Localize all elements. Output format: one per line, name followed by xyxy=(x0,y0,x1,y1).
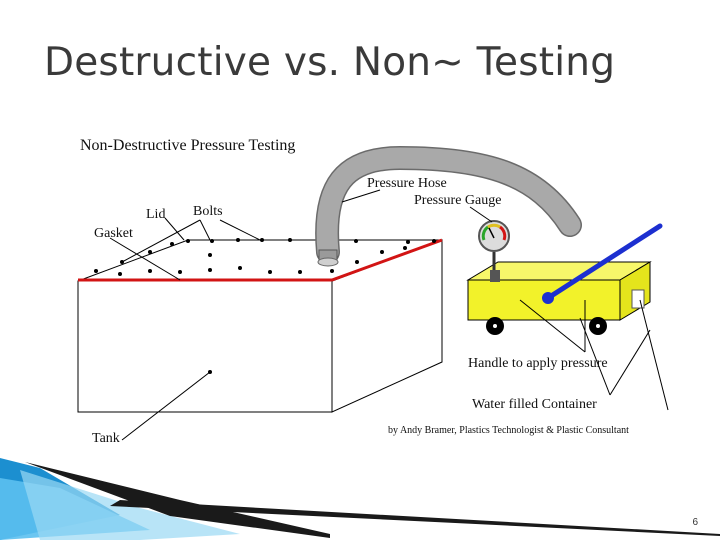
leader-lines xyxy=(109,189,669,441)
label-gasket: Gasket xyxy=(94,226,133,241)
water-container xyxy=(466,261,652,335)
pressure-handle xyxy=(542,223,663,304)
diagram-heading: Non-Destructive Pressure Testing xyxy=(80,137,295,154)
label-pressure-gauge: Pressure Gauge xyxy=(414,193,501,208)
label-bolts: Bolts xyxy=(193,204,223,219)
label-handle: Handle to apply pressure xyxy=(468,356,608,371)
slide-title: Destructive vs. Non~ Testing xyxy=(44,40,616,85)
bottom-swoosh-decoration xyxy=(0,458,720,540)
label-pressure-hose: Pressure Hose xyxy=(367,176,447,191)
label-water-container: Water filled Container xyxy=(472,397,597,412)
tank xyxy=(77,238,443,413)
page-number: 6 xyxy=(692,517,698,528)
pressure-gauge xyxy=(478,220,510,282)
label-tank: Tank xyxy=(92,431,120,446)
label-lid: Lid xyxy=(146,207,165,222)
gasket-line xyxy=(78,238,443,282)
diagram-credit: by Andy Bramer, Plastics Technologist & … xyxy=(388,425,629,436)
